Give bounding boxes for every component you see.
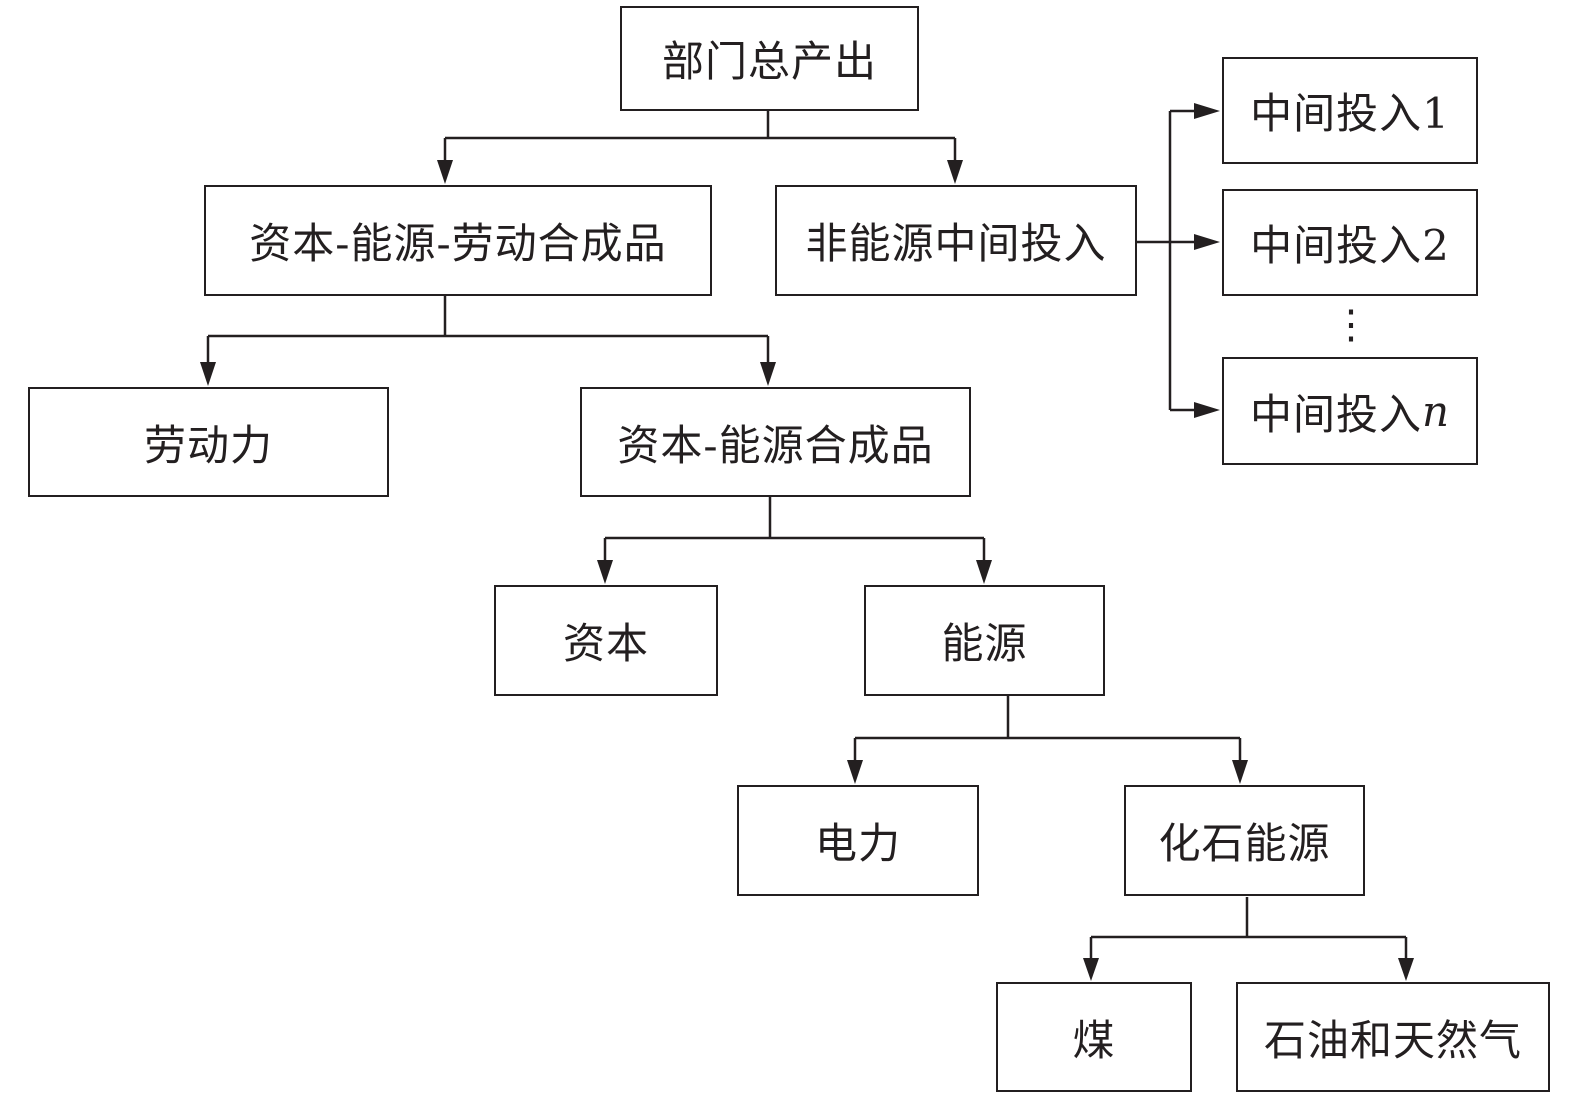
node-kel-composite: 资本-能源-劳动合成品	[204, 185, 712, 296]
edge-nonenergy-trunk	[1136, 111, 1172, 410]
arrowhead	[1083, 958, 1099, 981]
node-total-output: 部门总产出	[620, 6, 919, 111]
node-ke-composite: 资本-能源合成品	[580, 387, 971, 497]
arrowhead	[437, 160, 453, 184]
arrowhead	[947, 160, 963, 184]
node-label-subscript: n	[1421, 386, 1451, 436]
node-label: 资本-能源合成品	[617, 420, 934, 470]
node-label: 资本-能源-劳动合成品	[249, 219, 667, 268]
arrowhead	[1194, 402, 1220, 418]
node-energy: 能源	[864, 585, 1105, 696]
node-label: 石油和天然气	[1263, 1015, 1522, 1065]
edge-ke-split	[605, 497, 984, 540]
node-label: 劳动力	[143, 420, 273, 470]
edge-fossil-split	[1091, 897, 1406, 939]
arrowhead	[1194, 103, 1220, 119]
node-intermediate-2: 中间投入2	[1222, 189, 1478, 296]
node-label: 中间投入2	[1250, 221, 1450, 270]
arrowhead	[847, 760, 863, 784]
node-labor: 劳动力	[28, 387, 389, 497]
node-label: 非能源中间投入	[805, 219, 1107, 268]
node-label: 电力	[814, 819, 901, 868]
arrowhead	[976, 560, 992, 584]
node-label: 能源	[941, 619, 1028, 668]
edge-total-split	[445, 110, 955, 140]
edge-kel-split	[208, 295, 768, 338]
node-oil-gas: 石油和天然气	[1236, 982, 1550, 1092]
node-capital: 资本	[494, 585, 718, 696]
node-label: 部门总产出	[661, 37, 877, 86]
edge-energy-split	[855, 695, 1240, 740]
arrowhead	[597, 560, 613, 584]
vertical-ellipsis: ⋮	[1331, 300, 1371, 350]
ellipsis-text: ⋮	[1331, 302, 1371, 348]
node-intermediate-1: 中间投入1	[1222, 57, 1478, 164]
node-electricity: 电力	[737, 785, 979, 896]
node-label: 煤	[1072, 1015, 1116, 1065]
node-label: 资本	[562, 619, 649, 668]
node-fossil-energy: 化石能源	[1124, 785, 1365, 896]
node-label: 化石能源	[1158, 819, 1331, 868]
node-non-energy-intermediate: 非能源中间投入	[775, 185, 1137, 296]
arrowhead	[1398, 958, 1414, 981]
node-label: 中间投入1	[1250, 89, 1450, 138]
node-coal: 煤	[996, 982, 1192, 1092]
arrowhead	[200, 362, 216, 386]
arrowhead	[1232, 760, 1248, 784]
node-label: 中间投入	[1249, 389, 1422, 439]
arrowhead	[1194, 234, 1220, 250]
arrowhead	[760, 362, 776, 386]
